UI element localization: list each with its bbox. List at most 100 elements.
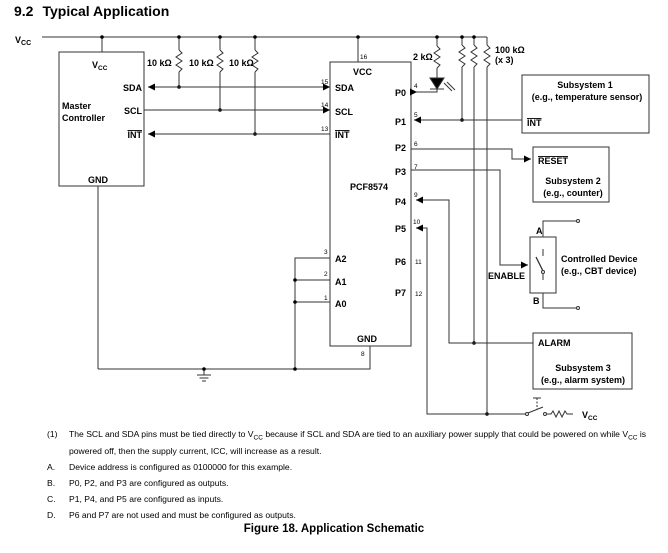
chip-gnd-label: GND: [357, 334, 378, 344]
chip-pin-p1: P1: [395, 117, 406, 127]
figure-caption: Figure 18. Application Schematic: [243, 523, 425, 535]
pullup-3-value: 10 kΩ: [229, 58, 254, 68]
controlled-device: A B ENABLE Controlled Device (e.g., CBT …: [488, 219, 638, 310]
chip-pin-p4: P4: [395, 197, 406, 207]
subsystem3-subtitle: (e.g., alarm system): [541, 375, 625, 385]
chip-pin-p7: P7: [395, 288, 406, 298]
subsystem3-alarm-pin: ALARM: [538, 338, 571, 348]
note-text: P0, P2, and P3 are configured as outputs…: [69, 477, 229, 488]
device-pin-b: B: [533, 296, 540, 306]
master-controller: VCC Master Controller SDA SCL INT GND: [58, 35, 145, 369]
pin-num-4: 4: [414, 83, 418, 90]
notes-list: (1) The SCL and SDA pins must be tied di…: [47, 428, 647, 525]
vcc-rail-label: VCC: [15, 35, 31, 47]
pullup-2-value: 10 kΩ: [189, 58, 214, 68]
pin-num-14: 14: [321, 102, 329, 109]
input-pullup-value: 100 kΩ: [495, 45, 525, 55]
note-b: B. P0, P2, and P3 are configured as outpu…: [47, 477, 647, 489]
subsystem2-subtitle: (e.g., counter): [543, 188, 603, 198]
led-circuit: [417, 37, 456, 93]
chip-pin-p2: P2: [395, 143, 406, 153]
pin-num-15: 15: [321, 79, 329, 86]
device-pin-a: A: [536, 226, 543, 236]
pin-num-5: 5: [414, 112, 418, 119]
note-text: P6 and P7 are not used and must be confi…: [69, 509, 296, 520]
subsystem-3: ALARM Subsystem 3 (e.g., alarm system): [532, 332, 633, 390]
pin-num-vcc: 16: [360, 54, 368, 61]
pin-num-7: 7: [414, 164, 418, 171]
subsystem1-subtitle: (e.g., temperature sensor): [532, 92, 643, 102]
section-number: 9.2: [14, 3, 34, 19]
p4-line: [416, 196, 474, 344]
note-subscript: CC: [253, 434, 263, 442]
master-title-2: Controller: [62, 113, 105, 123]
master-pin-sda: SDA: [123, 83, 143, 93]
subsystem2-title: Subsystem 2: [545, 176, 601, 186]
pin-num-12: 12: [415, 291, 423, 298]
subsystem-2: RESET Subsystem 2 (e.g., counter): [532, 146, 610, 203]
pin-num-1: 1: [324, 295, 328, 302]
pullup-resistors: [175, 37, 259, 134]
p5-line: [416, 224, 525, 415]
chip-pin-a1: A1: [335, 277, 347, 287]
subsystem3-title: Subsystem 3: [555, 363, 611, 373]
note-text: P1, P4, and P5 are configured as inputs.: [69, 493, 224, 504]
note-text: because if SCL and SDA are tied to an au…: [262, 429, 629, 439]
note-a: A. Device address is configured as 010000…: [47, 461, 647, 473]
note-subscript: CC: [628, 434, 638, 442]
device-enable-label: ENABLE: [488, 271, 525, 281]
subsystem-1: Subsystem 1 (e.g., temperature sensor) I…: [521, 74, 650, 134]
subsystem1-int-pin: INT: [527, 118, 542, 128]
chip-pin-p0: P0: [395, 88, 406, 98]
pin-num-9: 9: [414, 192, 418, 199]
chip-pin-scl: SCL: [335, 107, 354, 117]
switch-vcc-label: VCC: [582, 410, 598, 422]
pin-num-2: 2: [324, 271, 328, 278]
subsystem1-title: Subsystem 1: [557, 80, 613, 90]
master-title-1: Master: [62, 101, 92, 111]
chip-pin-p6: P6: [395, 257, 406, 267]
chip-vcc-label: VCC: [353, 67, 373, 77]
note-text: The SCL and SDA pins must be tied direct…: [69, 429, 254, 439]
application-schematic: VCC VCC Master Controller SDA SCL INT GN…: [15, 35, 650, 422]
chip-pin-a2: A2: [335, 254, 347, 264]
pin-num-13: 13: [321, 126, 329, 133]
pin-num-6: 6: [414, 141, 418, 148]
pin-num-8: 8: [361, 351, 365, 358]
note-d: D. P6 and P7 are not used and must be con…: [47, 509, 647, 521]
chip-pin-int: INT: [335, 130, 350, 140]
subsystem2-reset-pin: RESET: [538, 156, 569, 166]
section-heading: 9.2 Typical Application: [14, 3, 169, 19]
master-pin-scl: SCL: [124, 106, 143, 116]
chip-pin-p3: P3: [395, 167, 406, 177]
chip-pin-sda: SDA: [335, 83, 355, 93]
note-text: Device address is configured as 0100000 …: [69, 461, 293, 472]
p2-line: [411, 148, 531, 163]
device-subtitle: (e.g., CBT device): [561, 266, 637, 276]
note-mark: A.: [47, 461, 56, 472]
master-vcc-label: VCC: [92, 60, 108, 72]
note-1: (1) The SCL and SDA pins must be tied di…: [47, 428, 647, 457]
chip-pin-a0: A0: [335, 299, 347, 309]
pin-num-10: 10: [413, 219, 421, 226]
pcf8574-chip: 16 VCC SDA SCL INT 15 14 13 PCF8574 A2 A…: [321, 35, 423, 358]
note-c: C. P1, P4, and P5 are configured as input…: [47, 493, 647, 505]
note-mark: D.: [47, 509, 56, 520]
note-mark: C.: [47, 493, 56, 504]
input-pullup-count: (x 3): [495, 55, 514, 65]
pullup-1-value: 10 kΩ: [147, 58, 172, 68]
chip-pin-p5: P5: [395, 224, 406, 234]
section-title: Typical Application: [42, 3, 170, 19]
note-text: is powered off, then the supply current,…: [69, 429, 647, 456]
master-pin-int: INT: [128, 130, 143, 140]
led-resistor-value: 2 kΩ: [413, 52, 433, 62]
input-pullups: [458, 37, 491, 414]
p3-enable-line: [411, 169, 528, 269]
device-title: Controlled Device: [561, 254, 638, 264]
pin-num-11: 11: [415, 259, 422, 266]
chip-name: PCF8574: [350, 182, 388, 192]
pushbutton-switch: [525, 397, 573, 419]
pin-num-3: 3: [324, 249, 328, 256]
note-mark: B.: [47, 477, 56, 488]
master-gnd-label: GND: [88, 175, 109, 185]
